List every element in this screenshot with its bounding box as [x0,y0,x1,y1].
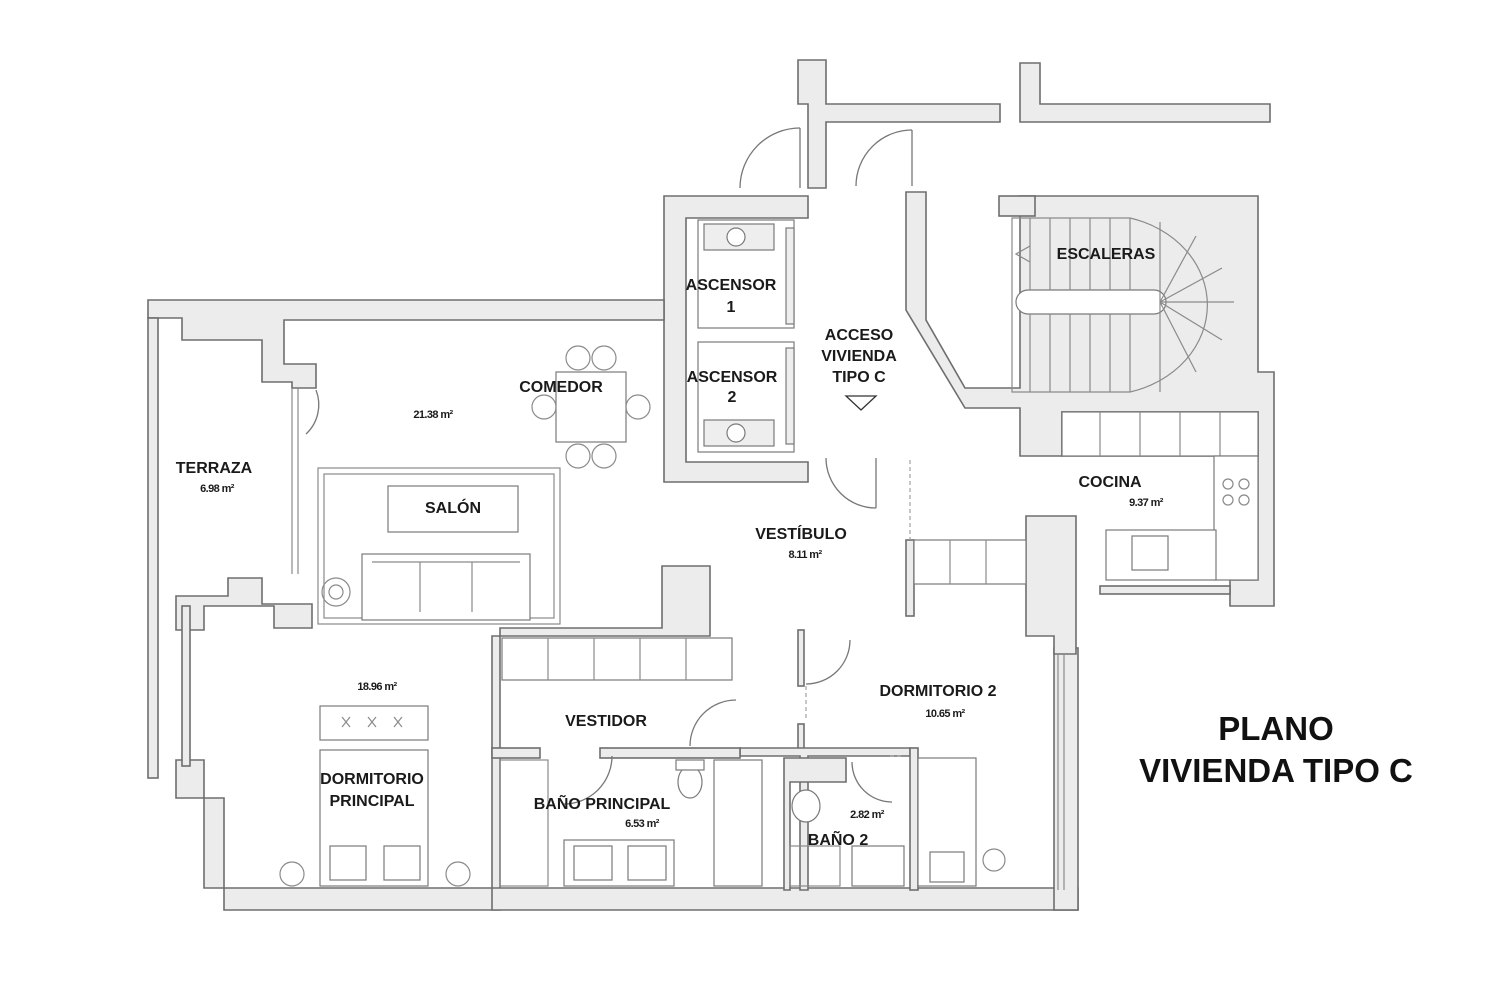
label-acceso-line1: ACCESO [825,327,893,344]
doors [305,127,913,805]
label-escaleras: ESCALERAS [1057,246,1156,263]
fixtures [279,217,1259,890]
area-bano2: 2.82 m² [850,809,885,821]
title-line2: VIVIENDA TIPO C [1139,752,1413,789]
label-acceso-line3: TIPO C [832,369,886,386]
area-vestibulo: 8.11 m² [788,549,822,561]
label-ascensor1-line1: ASCENSOR [686,277,777,294]
area-terraza: 6.98 m² [200,483,235,495]
label-vestidor: VESTIDOR [565,713,647,730]
label-acceso-line2: VIVIENDA [821,348,897,365]
label-salon: SALÓN [425,498,481,517]
area-bano-principal: 6.53 m² [625,818,660,830]
plan-title: PLANO VIVIENDA TIPO C [1139,710,1413,789]
area-salon: 21.38 m² [413,409,453,421]
label-ascensor1-line2: 1 [727,299,736,316]
room-labels: ESCALERAS ASCENSOR 1 ASCENSOR 2 ACCESO V… [176,246,1165,849]
label-dormitorio2: DORMITORIO 2 [879,683,996,700]
area-dormitorio-principal: 18.96 m² [357,681,397,693]
label-dormitorio-principal-line1: DORMITORIO [320,771,424,788]
label-ascensor2-line2: 2 [728,389,737,406]
label-bano2: BAÑO 2 [808,829,869,849]
label-bano-principal: BAÑO PRINCIPAL [534,793,671,813]
label-cocina: COCINA [1078,474,1142,491]
label-dormitorio-principal-line2: PRINCIPAL [329,793,414,810]
label-vestibulo: VESTÍBULO [755,524,847,543]
area-cocina: 9.37 m² [1129,497,1164,509]
entrance-arrow-icon [844,395,878,411]
title-line1: PLANO [1218,710,1334,747]
area-dormitorio2: 10.65 m² [925,708,965,720]
label-terraza: TERRAZA [176,460,253,477]
label-ascensor2-line1: ASCENSOR [687,369,778,386]
label-comedor: COMEDOR [519,379,603,396]
